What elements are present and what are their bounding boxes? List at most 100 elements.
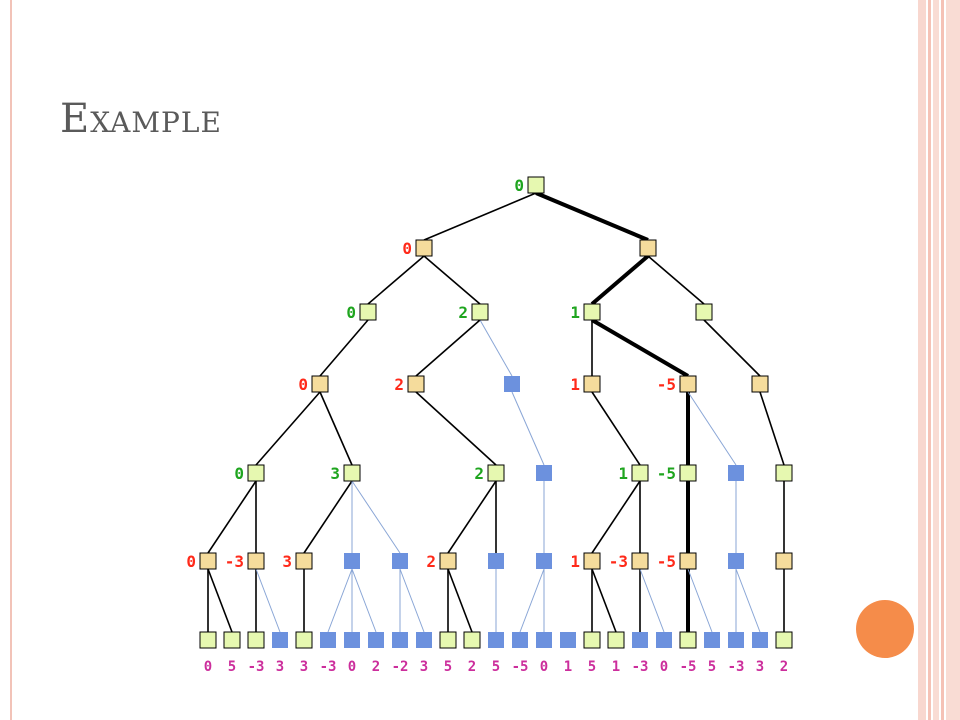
- tree-edge-c6-d8: [759, 391, 785, 466]
- node-value-c5: -5: [657, 375, 676, 394]
- node-value-e9: 1: [570, 552, 580, 571]
- leaf-value-l12: 2: [468, 659, 476, 675]
- tree-node-c6: [751, 375, 769, 393]
- leaf-value-l18: 1: [612, 659, 620, 675]
- tree-node-e6: [439, 552, 457, 570]
- tree-edge-e2-l4: [255, 568, 281, 633]
- tree-node-c5: [679, 375, 697, 393]
- tree-leaf-l9: [392, 632, 408, 648]
- leaf-value-l3: -3: [248, 659, 265, 675]
- leaf-value-l21: -5: [680, 659, 697, 675]
- tree-leaf-l17: [583, 631, 601, 649]
- tree-node-d8: [775, 464, 793, 482]
- tree-leaf-l25: [775, 631, 793, 649]
- leaf-value-l23: -3: [728, 659, 745, 675]
- tree-node-e1: [199, 552, 217, 570]
- tree-edge-a1-c1: [319, 319, 369, 377]
- tree-node-d5: [631, 464, 649, 482]
- tree-edge-e1-l2: [207, 568, 233, 633]
- tree-node-e2: [247, 552, 265, 570]
- tree-edge-a-a1: [367, 255, 425, 305]
- leaf-value-l17: 5: [588, 659, 596, 675]
- tree-node-e8: [536, 553, 552, 569]
- node-value-e1: 0: [186, 552, 196, 571]
- node-value-d5: 1: [618, 464, 628, 483]
- node-value-d6: -5: [657, 464, 676, 483]
- tree-node-a: [415, 239, 433, 257]
- leaf-value-l7: 0: [348, 659, 356, 675]
- leaf-value-l9: -2: [392, 659, 409, 675]
- tree-leaf-l6: [320, 632, 336, 648]
- leaf-value-l11: 5: [444, 659, 452, 675]
- tree-edge-r-a: [423, 192, 537, 241]
- tree-node-a1: [359, 303, 377, 321]
- tree-edge-e4-l6: [327, 568, 353, 633]
- tree-node-d4: [536, 465, 552, 481]
- node-value-e2: -3: [225, 552, 244, 571]
- tree-node-e13: [775, 552, 793, 570]
- tree-edge-d5-e9: [591, 480, 641, 554]
- tree-leaf-l5: [295, 631, 313, 649]
- tree-edge-r-b: [535, 191, 649, 242]
- leaf-value-l14: -5: [512, 659, 529, 675]
- slide-left-rule: [10, 0, 12, 720]
- tree-node-c4: [583, 375, 601, 393]
- tree-node-e5: [392, 553, 408, 569]
- tree-leaf-l20: [656, 632, 672, 648]
- leaf-value-l20: 0: [660, 659, 668, 675]
- tree-node-e4: [344, 553, 360, 569]
- tree-node-d6: [679, 464, 697, 482]
- tree-edge-b2-c6: [703, 319, 761, 377]
- tree-edge-b-b2: [647, 255, 705, 305]
- tree-leaf-l12: [463, 631, 481, 649]
- tree-node-d3: [487, 464, 505, 482]
- tree-edge-e11-l22: [687, 568, 713, 633]
- tree-node-e12: [728, 553, 744, 569]
- tree-leaf-l22: [704, 632, 720, 648]
- tree-node-e11: [679, 552, 697, 570]
- tree-leaf-l14: [512, 632, 528, 648]
- leaf-value-l22: 5: [708, 659, 716, 675]
- node-value-d1: 0: [234, 464, 244, 483]
- tree-node-d1: [247, 464, 265, 482]
- tree-node-r: [527, 176, 545, 194]
- leaf-value-l8: 2: [372, 659, 380, 675]
- tree-leaf-l3: [247, 631, 265, 649]
- leaf-value-l4: 3: [276, 659, 284, 675]
- leaf-value-l25: 2: [780, 659, 788, 675]
- tree-edge-a-a2: [423, 255, 481, 305]
- node-value-a2: 2: [458, 303, 468, 322]
- tree-leaf-l11: [439, 631, 457, 649]
- tree-edge-c3-d4: [511, 391, 545, 466]
- tree-edge-e6-l12: [447, 568, 473, 633]
- leaf-value-l1: 0: [204, 659, 212, 675]
- node-value-b1: 1: [570, 303, 580, 322]
- tree-node-a2: [471, 303, 489, 321]
- tree-edge-e12-l24: [735, 568, 761, 633]
- tree-node-b1: [583, 303, 601, 321]
- tree-leaf-l2: [223, 631, 241, 649]
- tree-node-b2: [695, 303, 713, 321]
- node-value-d2: 3: [330, 464, 340, 483]
- tree-node-c2: [407, 375, 425, 393]
- tree-leaf-l23: [728, 632, 744, 648]
- node-value-a1: 0: [346, 303, 356, 322]
- tree-edge-c1-d1: [255, 391, 321, 466]
- tree-node-d7: [728, 465, 744, 481]
- leaf-value-l16: 1: [564, 659, 572, 675]
- tree-edge-c5-d7: [687, 391, 737, 466]
- tree-node-b: [639, 239, 657, 257]
- node-value-e6: 2: [426, 552, 436, 571]
- tree-edge-e9-l18: [591, 568, 617, 633]
- node-value-e11: -5: [657, 552, 676, 571]
- tree-leaf-l16: [560, 632, 576, 648]
- tree-leaf-l24: [752, 632, 768, 648]
- leaf-value-l15: 0: [540, 659, 548, 675]
- tree-edge-e5-l10: [399, 568, 425, 633]
- tree-edge-d1-e1: [207, 480, 257, 554]
- tree-leaf-l8: [368, 632, 384, 648]
- tree-edge-e8-l14: [519, 568, 545, 633]
- tree-edge-d2-e3: [303, 480, 353, 554]
- tree-leaf-l1: [199, 631, 217, 649]
